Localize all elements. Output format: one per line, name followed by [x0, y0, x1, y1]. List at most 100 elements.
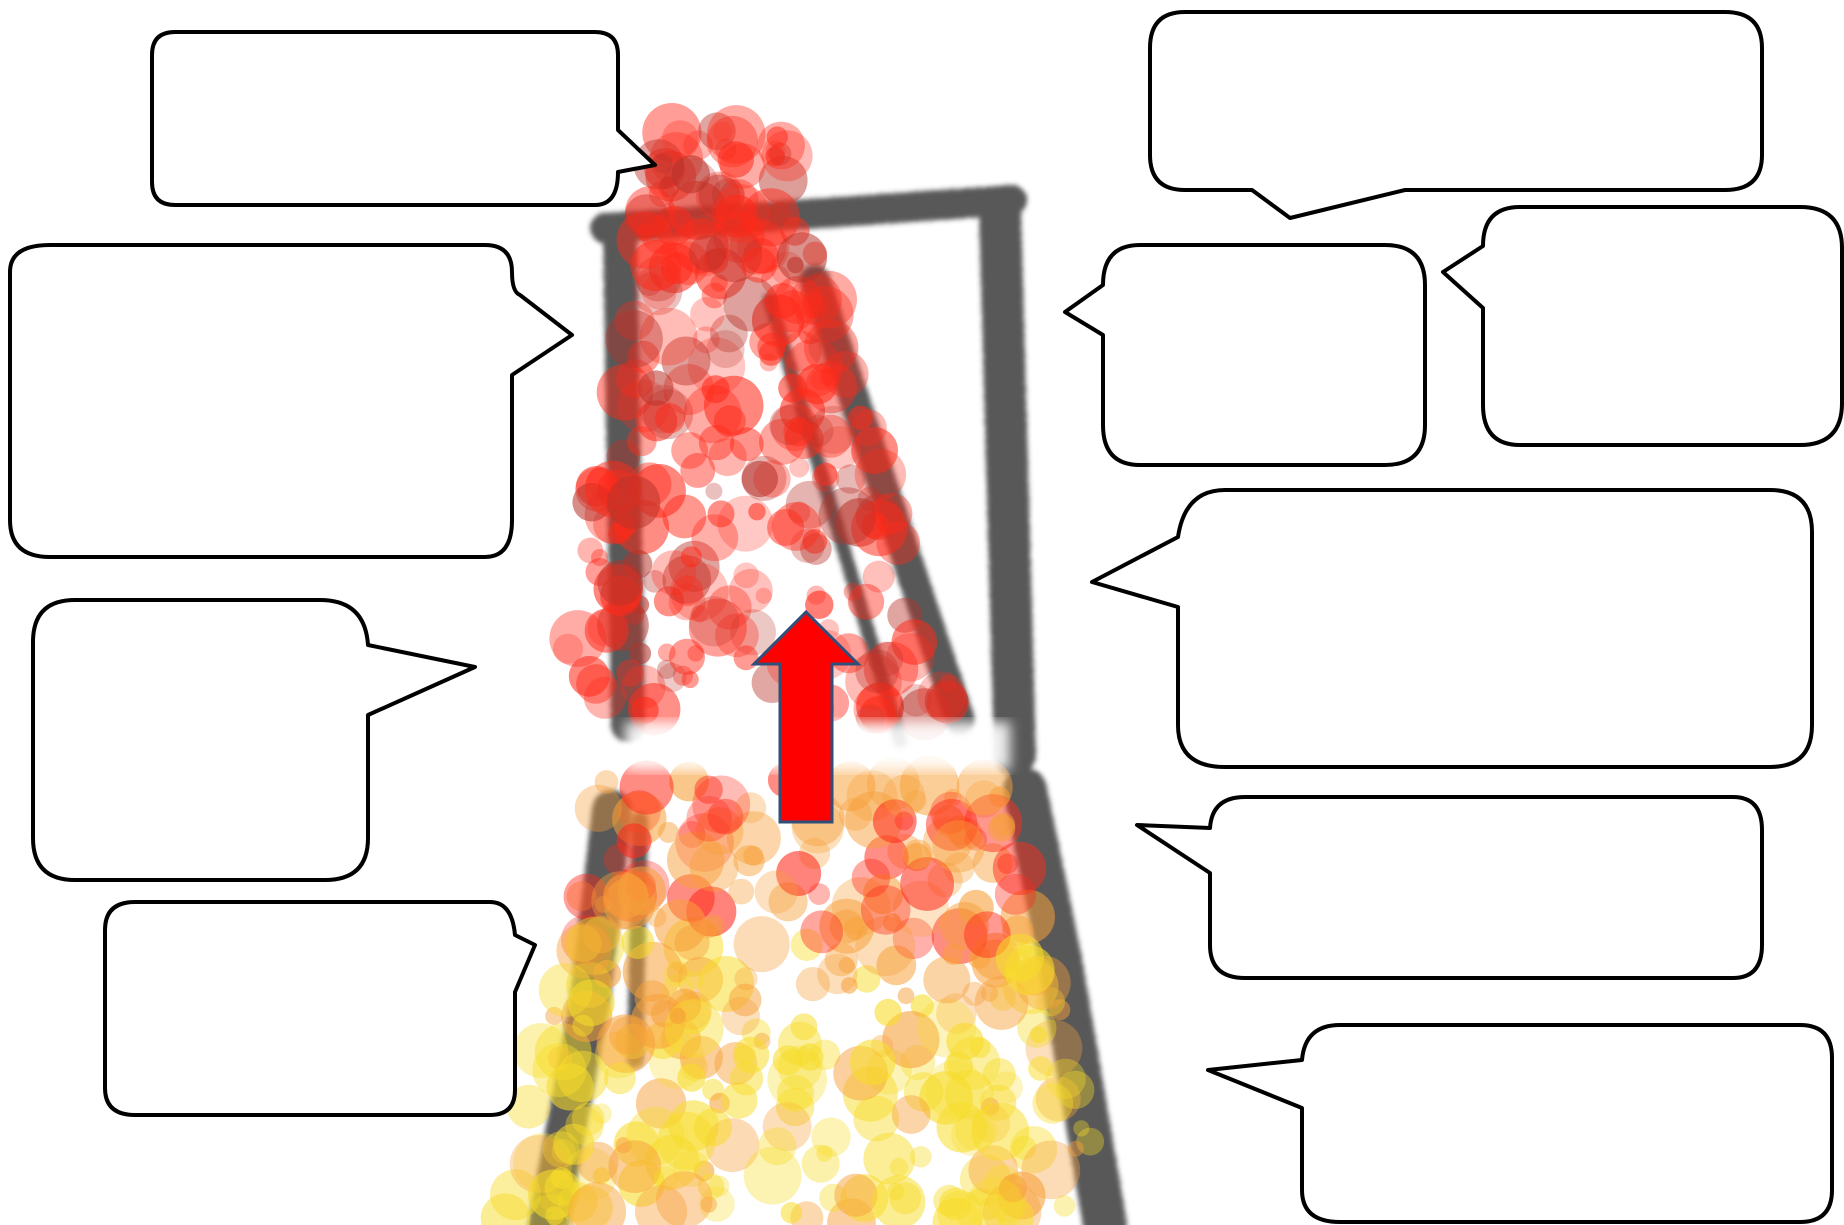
warm-particle [686, 970, 705, 989]
warm-particle [802, 1145, 840, 1183]
hot-particle [777, 232, 827, 282]
warm-particle [608, 1140, 661, 1193]
warm-particle [988, 814, 1015, 841]
hot-particle [756, 588, 772, 604]
hot-particle [705, 483, 722, 500]
warm-particle [995, 874, 1036, 915]
callout-box-8 [1092, 490, 1812, 767]
hot-particle [917, 671, 966, 720]
warm-particle [617, 866, 666, 915]
frame-right-upper-edge [1000, 210, 1015, 755]
hot-particle [711, 184, 769, 242]
warm-particle [923, 956, 970, 1003]
callout-bubble-8 [1092, 490, 1812, 767]
hot-particle [662, 120, 699, 157]
hot-particle [733, 563, 759, 589]
callout-bubble-7 [1443, 207, 1842, 445]
warm-particle [621, 926, 654, 959]
warm-particle [657, 1112, 715, 1170]
hot-particle [783, 417, 812, 446]
warm-particle [677, 1064, 705, 1092]
callout-bubble-6 [1065, 245, 1425, 465]
callout-bubble-2 [10, 245, 572, 557]
warm-particle [557, 1051, 608, 1102]
warm-particle [808, 883, 830, 905]
hot-particle [844, 583, 862, 601]
hot-particle [707, 105, 766, 164]
warm-particle [905, 790, 927, 812]
warm-particle [861, 885, 911, 935]
hot-particle [699, 425, 734, 460]
warm-particle [1021, 1141, 1080, 1200]
callout-box-7 [1443, 207, 1842, 445]
warm-particle [778, 1046, 822, 1090]
warm-particle [755, 870, 798, 913]
hot-particle [627, 426, 657, 456]
callout-box-6 [1065, 245, 1425, 465]
hot-particle [767, 509, 804, 546]
warm-particle [595, 896, 612, 913]
warm-particle-cloud [481, 756, 1104, 1225]
warm-particle [722, 997, 760, 1035]
callout-bubble-1 [152, 32, 655, 205]
warm-particle [850, 1040, 896, 1086]
warm-particle [617, 823, 652, 858]
warm-particle [1045, 1059, 1086, 1100]
warm-particle [796, 967, 830, 1001]
callout-box-9 [1137, 797, 1762, 978]
warm-particle [734, 967, 757, 990]
warm-particle [892, 1095, 931, 1134]
callout-box-1 [152, 32, 655, 205]
warm-particle [694, 776, 722, 804]
warm-particle [674, 925, 709, 960]
callout-box-5 [1150, 12, 1762, 218]
warm-particle [903, 839, 933, 869]
callout-bubble-10 [1208, 1025, 1832, 1222]
hot-particle [707, 330, 745, 368]
warm-particle [875, 999, 902, 1026]
callout-box-10 [1208, 1025, 1832, 1222]
warm-particle [735, 1044, 756, 1065]
hot-particle [822, 351, 869, 398]
callout-bubble-4 [105, 902, 535, 1115]
warm-particle [800, 910, 843, 953]
hot-particle [638, 370, 673, 405]
hot-particle [868, 642, 903, 677]
warm-particle [575, 785, 622, 832]
hot-particle [871, 493, 912, 534]
warm-particle [572, 1015, 594, 1037]
callout-box-4 [105, 902, 535, 1115]
hot-particle [669, 639, 705, 675]
warm-particle [743, 846, 763, 866]
hot-particle [625, 186, 675, 236]
hot-particle [682, 671, 699, 688]
hot-particle [689, 596, 739, 646]
callout-box-3 [33, 600, 475, 880]
hot-particle [819, 487, 877, 545]
warm-particle [667, 962, 688, 983]
warm-particle [604, 1062, 636, 1094]
warm-particle [895, 812, 914, 831]
warm-particle [758, 1127, 796, 1165]
warm-particle [932, 820, 984, 872]
hot-particle [741, 247, 777, 283]
hot-particle [597, 560, 643, 606]
hot-particle [655, 403, 685, 433]
callout-bubble-5 [1150, 12, 1762, 218]
hot-particle [742, 461, 778, 497]
callout-bubble-9 [1137, 797, 1762, 978]
hot-particle [651, 550, 696, 595]
hot-particle [760, 353, 778, 371]
warm-particle [553, 1124, 594, 1165]
hot-particle [778, 374, 807, 403]
hot-particle [605, 310, 663, 368]
hot-particle [689, 235, 726, 272]
warm-particle [609, 1016, 647, 1054]
hot-particle [748, 503, 765, 520]
hot-particle [577, 538, 603, 564]
callout-bubble-3 [33, 600, 475, 880]
warm-particle [917, 998, 976, 1057]
warm-particle [834, 1174, 877, 1217]
